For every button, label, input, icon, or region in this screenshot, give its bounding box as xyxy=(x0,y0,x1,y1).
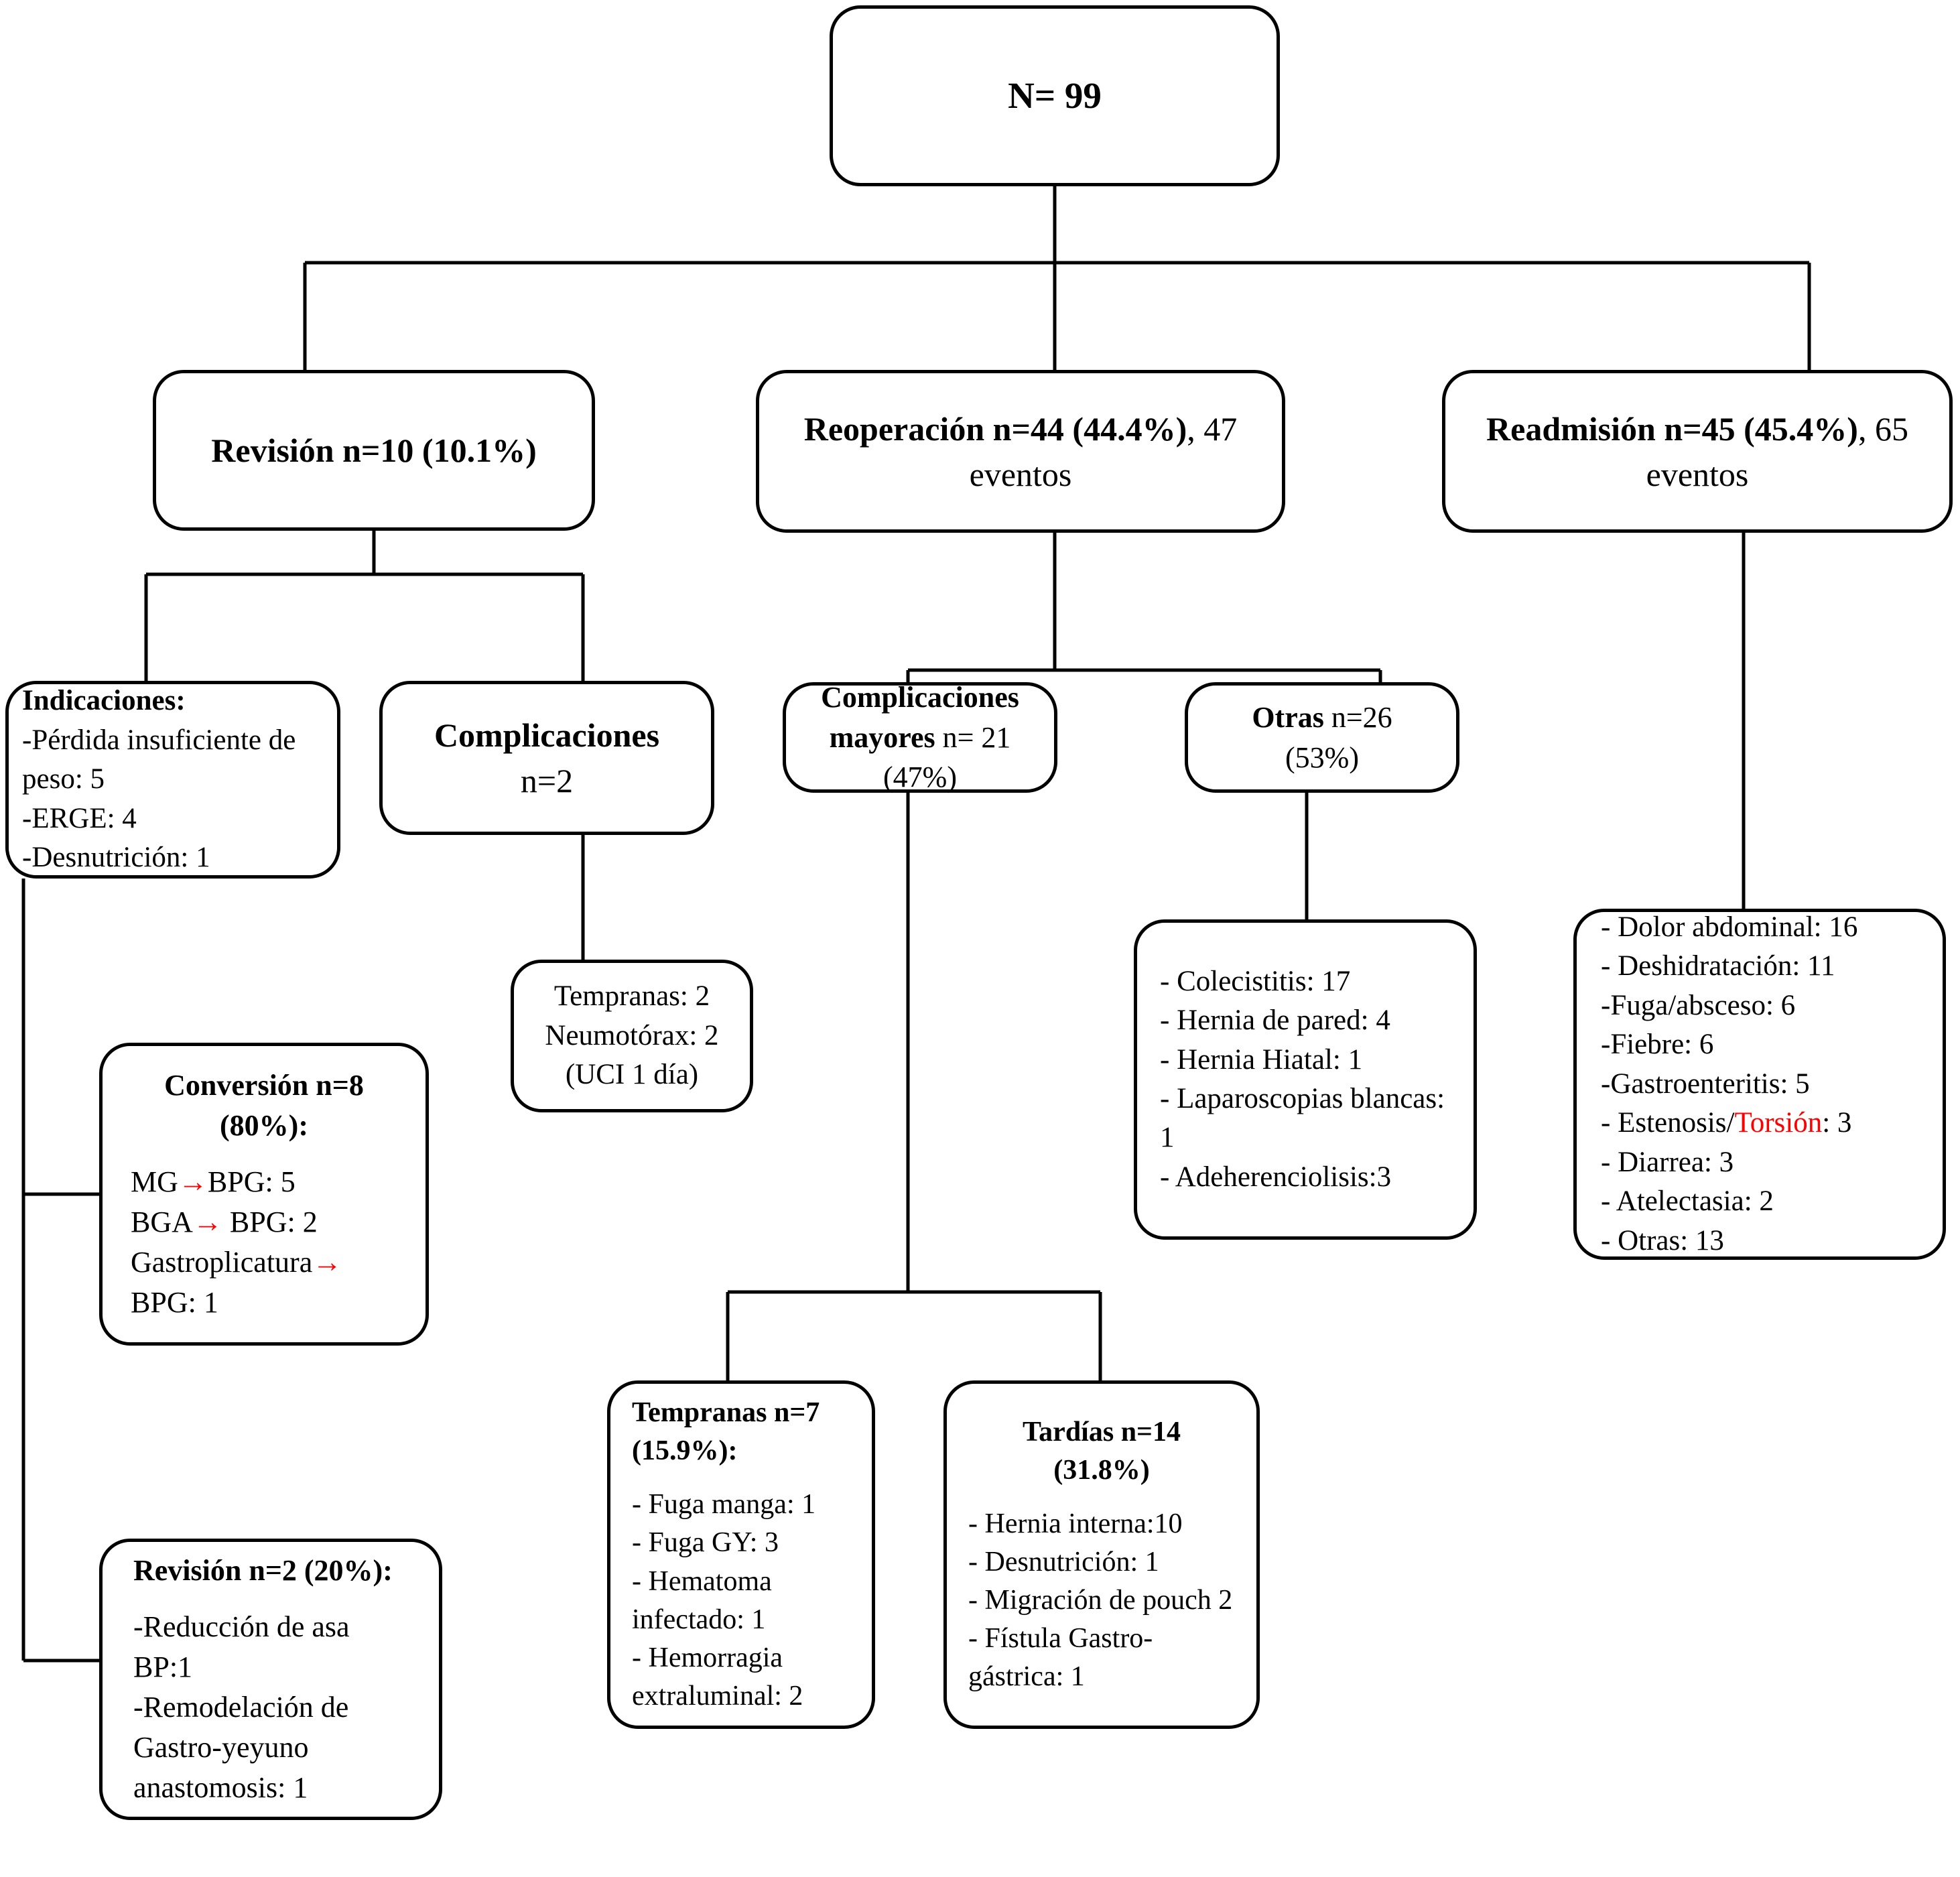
conversion-from: Gastroplicatura xyxy=(131,1245,313,1279)
node-tardias-title-line1: Tardías n=14 xyxy=(1023,1416,1181,1447)
list-item: Tempranas: 2 xyxy=(553,980,710,1013)
node-total-n[interactable]: N= 99 xyxy=(830,5,1280,186)
node-otras-bold: Otras xyxy=(1252,700,1324,734)
list-item: -Fuga/absceso: 6 xyxy=(1601,989,1796,1021)
list-item: - Deshidratación: 11 xyxy=(1601,950,1835,982)
node-reoperacion-label: Reoperación n=44 (44.4%), 47 xyxy=(759,406,1282,452)
node-readmision-line2: eventos xyxy=(1646,455,1749,493)
node-revision-label: Revisión n=10 (10.1%) xyxy=(211,432,537,469)
list-item: - Otras: 13 xyxy=(1601,1224,1724,1256)
spacer xyxy=(133,1591,408,1607)
node-conversion[interactable]: Conversión n=8 (80%): MG→BPG: 5 BGA→ BPG… xyxy=(99,1043,429,1346)
list-item: - Fuga manga: 1 xyxy=(632,1489,816,1520)
estenosis-suffix: : 3 xyxy=(1822,1107,1852,1139)
node-tardias-title-line2: (31.8%) xyxy=(1053,1454,1150,1486)
conversion-from: MG xyxy=(131,1165,178,1199)
node-conversion-title-line1: Conversión n=8 xyxy=(164,1069,364,1102)
node-revision2[interactable]: Revisión n=2 (20%): -Reducción de asa BP… xyxy=(99,1539,442,1820)
node-indicaciones[interactable]: Indicaciones: -Pérdida insuficiente de p… xyxy=(5,681,340,879)
list-item: Neumotórax: 2 xyxy=(545,1019,719,1051)
list-item: - Fístula Gastro-gástrica: 1 xyxy=(968,1623,1153,1693)
list-item: (UCI 1 día) xyxy=(565,1059,699,1091)
spacer xyxy=(968,1490,1235,1505)
list-item: - Diarrea: 3 xyxy=(1601,1146,1734,1178)
list-item: - Hernia Hiatal: 1 xyxy=(1160,1043,1363,1076)
node-cmay-rest: n= 21 xyxy=(942,720,1011,754)
node-total-n-label: N= 99 xyxy=(1008,74,1102,116)
node-indicaciones-title: Indicaciones: xyxy=(22,685,186,717)
node-complicaciones-detalle[interactable]: Tempranas: 2 Neumotórax: 2 (UCI 1 día) xyxy=(511,960,753,1112)
node-otras-line2: (53%) xyxy=(1285,740,1359,774)
node-tardias[interactable]: Tardías n=14 (31.8%) - Hernia interna:10… xyxy=(943,1380,1260,1729)
node-readmision[interactable]: Readmisión n=45 (45.4%), 65 eventos xyxy=(1442,370,1953,533)
node-tempranas-title-line1: Tempranas n=7 xyxy=(632,1397,820,1429)
list-item: - Migración de pouch 2 xyxy=(968,1585,1233,1616)
list-item: -Desnutrición: 1 xyxy=(22,842,210,874)
estenosis-prefix: - Estenosis/ xyxy=(1601,1107,1735,1139)
node-complicaciones-title: Complicaciones xyxy=(434,716,660,754)
torsion-highlight: Torsión xyxy=(1734,1107,1823,1139)
node-reoperacion-line2: eventos xyxy=(969,455,1072,493)
list-item: -ERGE: 4 xyxy=(22,802,137,834)
node-reoperacion-bold: Reoperación n=44 (44.4%) xyxy=(803,409,1187,448)
node-otras[interactable]: Otras n=26 (53%) xyxy=(1185,682,1459,793)
node-otras-label: Otras n=26 xyxy=(1188,698,1456,738)
list-item-cont: BPG: 1 xyxy=(131,1285,218,1319)
arrow-right-icon: → xyxy=(312,1245,342,1279)
list-item: - Adeherenciolisis:3 xyxy=(1160,1161,1392,1193)
list-item: -Remodelación de Gastro-yeyuno anastomos… xyxy=(133,1691,349,1804)
list-item: -Pérdida insuficiente de peso: 5 xyxy=(22,724,296,795)
list-item: BGA→ BPG: 2 xyxy=(131,1202,397,1242)
list-item: - Colecistitis: 17 xyxy=(1160,965,1351,997)
spacer xyxy=(632,1470,850,1486)
node-complicaciones[interactable]: Complicaciones n=2 xyxy=(379,681,714,835)
node-readmision-bold: Readmisión n=45 (45.4%) xyxy=(1486,409,1858,448)
conversion-to: BPG: 5 xyxy=(207,1165,296,1199)
node-complicaciones-count: n=2 xyxy=(520,762,574,799)
list-item: - Atelectasia: 2 xyxy=(1601,1185,1774,1218)
node-revision2-title: Revisión n=2 (20%): xyxy=(133,1554,393,1588)
list-item: MG→BPG: 5 xyxy=(131,1162,397,1202)
list-item-estenosis: - Estenosis/Torsión: 3 xyxy=(1601,1104,1918,1143)
node-readmision-detalle[interactable]: - Dolor abdominal: 16 - Deshidratación: … xyxy=(1573,909,1946,1260)
arrow-right-icon: → xyxy=(178,1165,208,1199)
node-cmay-bold: Complicaciones mayores xyxy=(821,680,1019,754)
list-item: - Dolor abdominal: 16 xyxy=(1601,911,1858,943)
conversion-to: BPG: 2 xyxy=(222,1206,318,1239)
conversion-from: BGA xyxy=(131,1206,193,1239)
node-revision[interactable]: Revisión n=10 (10.1%) xyxy=(153,370,595,531)
node-reoperacion[interactable]: Reoperación n=44 (44.4%), 47 eventos xyxy=(756,370,1285,533)
list-item: - Fuga GY: 3 xyxy=(632,1527,779,1559)
node-readmision-label: Readmisión n=45 (45.4%), 65 xyxy=(1445,406,1949,452)
list-item: -Reducción de asa BP:1 xyxy=(133,1610,350,1684)
list-item: - Hemorragia extraluminal: 2 xyxy=(632,1642,803,1711)
arrow-right-icon: → xyxy=(192,1206,222,1239)
node-otras-rest: n=26 xyxy=(1331,700,1392,734)
node-complicaciones-mayores-label: Complicaciones mayores n= 21 xyxy=(786,677,1054,758)
list-item: -Fiebre: 6 xyxy=(1601,1029,1714,1061)
node-tempranas[interactable]: Tempranas n=7 (15.9%): - Fuga manga: 1 -… xyxy=(607,1380,875,1729)
list-item: - Desnutrición: 1 xyxy=(968,1546,1159,1577)
list-item: - Hematoma infectado: 1 xyxy=(632,1565,772,1635)
node-otras-detalle[interactable]: - Colecistitis: 17 - Hernia de pared: 4 … xyxy=(1134,919,1477,1240)
list-item: Gastroplicatura→ xyxy=(131,1242,397,1283)
list-item: - Hernia de pared: 4 xyxy=(1160,1005,1390,1037)
list-item: - Hernia interna:10 xyxy=(968,1508,1183,1539)
node-conversion-title-line2: (80%): xyxy=(220,1109,308,1143)
node-complicaciones-mayores[interactable]: Complicaciones mayores n= 21 (47%) xyxy=(783,681,1057,793)
list-item: -Gastroenteritis: 5 xyxy=(1601,1067,1810,1100)
node-readmision-rest: , 65 xyxy=(1857,409,1908,448)
node-reoperacion-rest: , 47 xyxy=(1187,409,1238,448)
list-item: - Laparoscopias blancas: 1 xyxy=(1160,1083,1445,1154)
spacer xyxy=(131,1146,397,1162)
node-tempranas-title-line2: (15.9%): xyxy=(632,1435,738,1467)
node-cmay-line2: (47%) xyxy=(883,761,957,794)
